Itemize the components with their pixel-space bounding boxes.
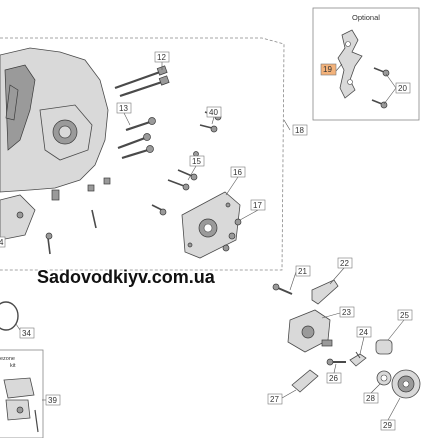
small-fasteners [16,177,111,255]
callout-12: 12 [154,51,170,63]
callout-18: 18 [292,124,308,136]
screws-17 [222,218,242,252]
callout-19: 19 [320,63,337,76]
chain-catcher-19 [337,29,363,99]
svg-text:26: 26 [329,374,338,383]
kit-box-text-1: ezone [0,356,15,362]
sleeve-25 [375,339,393,355]
callout-25: 25 [397,309,413,321]
callout-16: 16 [230,166,246,178]
callout-15: 15 [189,155,205,167]
svg-text:25: 25 [400,311,409,320]
callout-24: 24 [356,326,372,338]
callout-23: 23 [339,306,355,318]
optional-box [312,7,420,121]
lever-22 [311,279,339,305]
screws-20 [371,67,390,109]
bolts-12 [114,65,170,98]
callout-26: 26 [326,372,342,384]
svg-text:21: 21 [298,267,307,276]
callout-27: 27 [267,393,283,405]
o-ring-34 [0,301,19,331]
svg-text:22: 22 [340,259,349,268]
svg-text:28: 28 [366,394,375,403]
svg-text:18: 18 [295,126,304,135]
callout-29: 29 [380,419,396,431]
bolts-13 [117,117,156,160]
leader-lines [0,62,405,421]
svg-text:15: 15 [192,157,201,166]
svg-text:29: 29 [383,421,392,430]
bracket-18-line [283,119,291,131]
callout-4: 4 [0,236,6,248]
svg-text:12: 12 [157,53,166,62]
callout-34: 34 [19,327,35,339]
spring-24 [349,351,367,367]
watermark-text: Sadovodkiyv.com.ua [37,267,216,287]
callout-17: 17 [250,199,266,211]
svg-text:40: 40 [209,108,218,117]
callout-21: 21 [295,265,311,277]
callout-40: 40 [206,106,222,118]
kit-box-text-2: kit [10,363,16,369]
cover-plate-16 [181,191,241,259]
svg-text:24: 24 [359,328,368,337]
callout-20: 20 [395,82,411,94]
tube-27 [291,369,319,393]
kit-box: ezone kit [0,349,44,438]
pin-26 [326,358,346,366]
callout-28: 28 [363,392,379,404]
svg-text:16: 16 [233,168,242,177]
callout-13: 13 [116,102,132,114]
svg-text:34: 34 [22,329,31,338]
svg-text:13: 13 [119,104,128,113]
clutch-drum-29 [391,369,421,399]
svg-text:20: 20 [398,84,407,93]
callout-39: 39 [45,394,61,406]
bolt-21 [272,283,293,295]
optional-label: Optional [352,13,380,22]
svg-text:39: 39 [48,396,57,405]
svg-text:19: 19 [323,65,332,74]
svg-text:23: 23 [342,308,351,317]
washer-28 [376,370,392,386]
svg-text:17: 17 [253,201,262,210]
crankcase-part [0,47,109,241]
svg-text:27: 27 [270,395,279,404]
screws-40 [193,111,222,157]
screws-15 [151,169,198,216]
adjuster-23 [287,309,333,353]
callout-22: 22 [337,257,353,269]
svg-text:4: 4 [0,238,4,247]
